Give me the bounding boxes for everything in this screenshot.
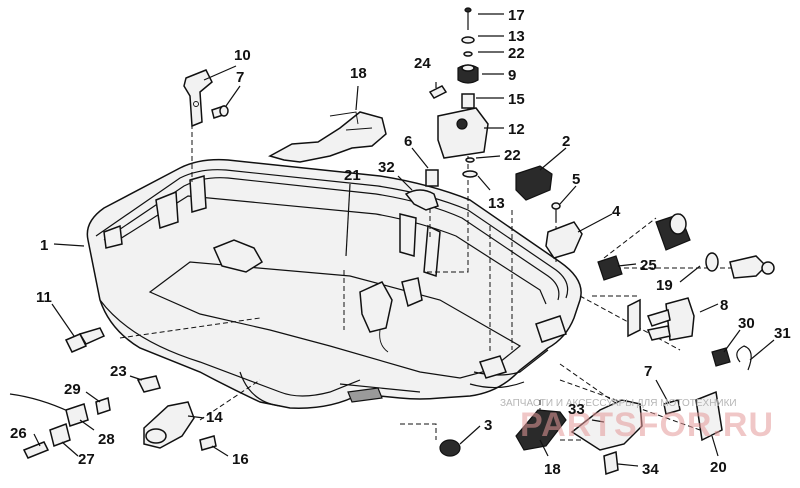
callout-34: 34 xyxy=(642,461,659,478)
ring-part-31 xyxy=(736,345,752,371)
lower-engine-cover xyxy=(86,158,582,409)
washers-lower xyxy=(462,157,478,178)
callout-18-bottom: 18 xyxy=(544,461,561,478)
screw-part-5 xyxy=(551,202,561,222)
callout-20: 20 xyxy=(710,459,727,476)
callout-33: 33 xyxy=(568,401,585,418)
callout-21: 21 xyxy=(344,167,361,184)
spacer-part-30 xyxy=(711,347,731,367)
callout-16: 16 xyxy=(232,451,249,468)
cap-part-2 xyxy=(515,165,553,201)
bolt-part-26 xyxy=(22,441,50,459)
callout-22-bottom: 22 xyxy=(504,147,521,164)
callout-2: 2 xyxy=(562,133,570,150)
callout-5: 5 xyxy=(572,171,580,188)
callout-26: 26 xyxy=(10,425,27,442)
callout-14: 14 xyxy=(206,409,223,426)
callout-27: 27 xyxy=(78,451,95,468)
callout-10: 10 xyxy=(234,47,251,64)
callout-18-top: 18 xyxy=(350,65,367,82)
bracket-part-18-bottom xyxy=(515,409,567,451)
lever-part-33 xyxy=(570,399,643,451)
roller-part-25 xyxy=(597,213,691,281)
callout-19: 19 xyxy=(656,277,673,294)
screw-part-7b xyxy=(663,399,681,415)
clip-part-27 xyxy=(49,423,71,447)
callout-13-top: 13 xyxy=(508,28,525,45)
washer-part-19 xyxy=(705,252,719,272)
screw-part-24 xyxy=(428,85,448,99)
callout-32: 32 xyxy=(378,159,395,176)
bracket-part-18-top xyxy=(268,111,387,163)
callout-28: 28 xyxy=(98,431,115,448)
bracket-part-14 xyxy=(143,401,195,449)
bolt-part-34 xyxy=(603,450,619,476)
callout-leaders xyxy=(33,13,775,467)
callout-7-top: 7 xyxy=(236,69,244,86)
callout-labels: 17 13 22 9 15 12 22 13 24 10 7 18 6 32 2… xyxy=(10,7,791,478)
watermark-logo: PARTSFOR.RU xyxy=(520,406,774,444)
cable-part-28 xyxy=(9,393,111,427)
screw-part-6 xyxy=(425,169,439,187)
callout-7-bottom: 7 xyxy=(644,363,652,380)
callout-1: 1 xyxy=(40,237,48,254)
callout-11: 11 xyxy=(36,289,52,306)
callout-31: 31 xyxy=(774,325,791,342)
clip-part-23 xyxy=(136,375,161,393)
callout-22-top: 22 xyxy=(508,45,525,62)
shaft-part-8 xyxy=(646,255,775,341)
grommet-part-3 xyxy=(439,439,461,457)
callout-29: 29 xyxy=(64,381,81,398)
callout-23: 23 xyxy=(110,363,127,380)
callout-30: 30 xyxy=(738,315,755,332)
callout-24: 24 xyxy=(414,55,431,72)
screw-part-7 xyxy=(211,105,229,119)
callout-8: 8 xyxy=(720,297,728,314)
callout-17: 17 xyxy=(508,7,525,24)
callout-3: 3 xyxy=(484,417,492,434)
clip-part-32 xyxy=(404,189,439,211)
callout-13-bottom: 13 xyxy=(488,195,505,212)
callout-9: 9 xyxy=(508,67,516,84)
screw-part-11 xyxy=(64,327,106,353)
bracket-part-10 xyxy=(183,69,213,128)
bracket-part-20 xyxy=(695,390,723,442)
screw-part-16 xyxy=(199,435,217,451)
mount-stack xyxy=(437,7,489,159)
plate-part-19b xyxy=(627,298,641,338)
callout-15: 15 xyxy=(508,91,525,108)
callout-4: 4 xyxy=(612,203,621,220)
bracket-part-4 xyxy=(545,221,583,259)
callout-25: 25 xyxy=(640,257,657,274)
callout-6: 6 xyxy=(404,133,412,150)
watermark-caption: ЗАПЧАСТИ И АКСЕССУАРЫ ДЛЯ МОТОТЕХНИКИ xyxy=(500,398,737,409)
callout-12: 12 xyxy=(508,121,525,138)
